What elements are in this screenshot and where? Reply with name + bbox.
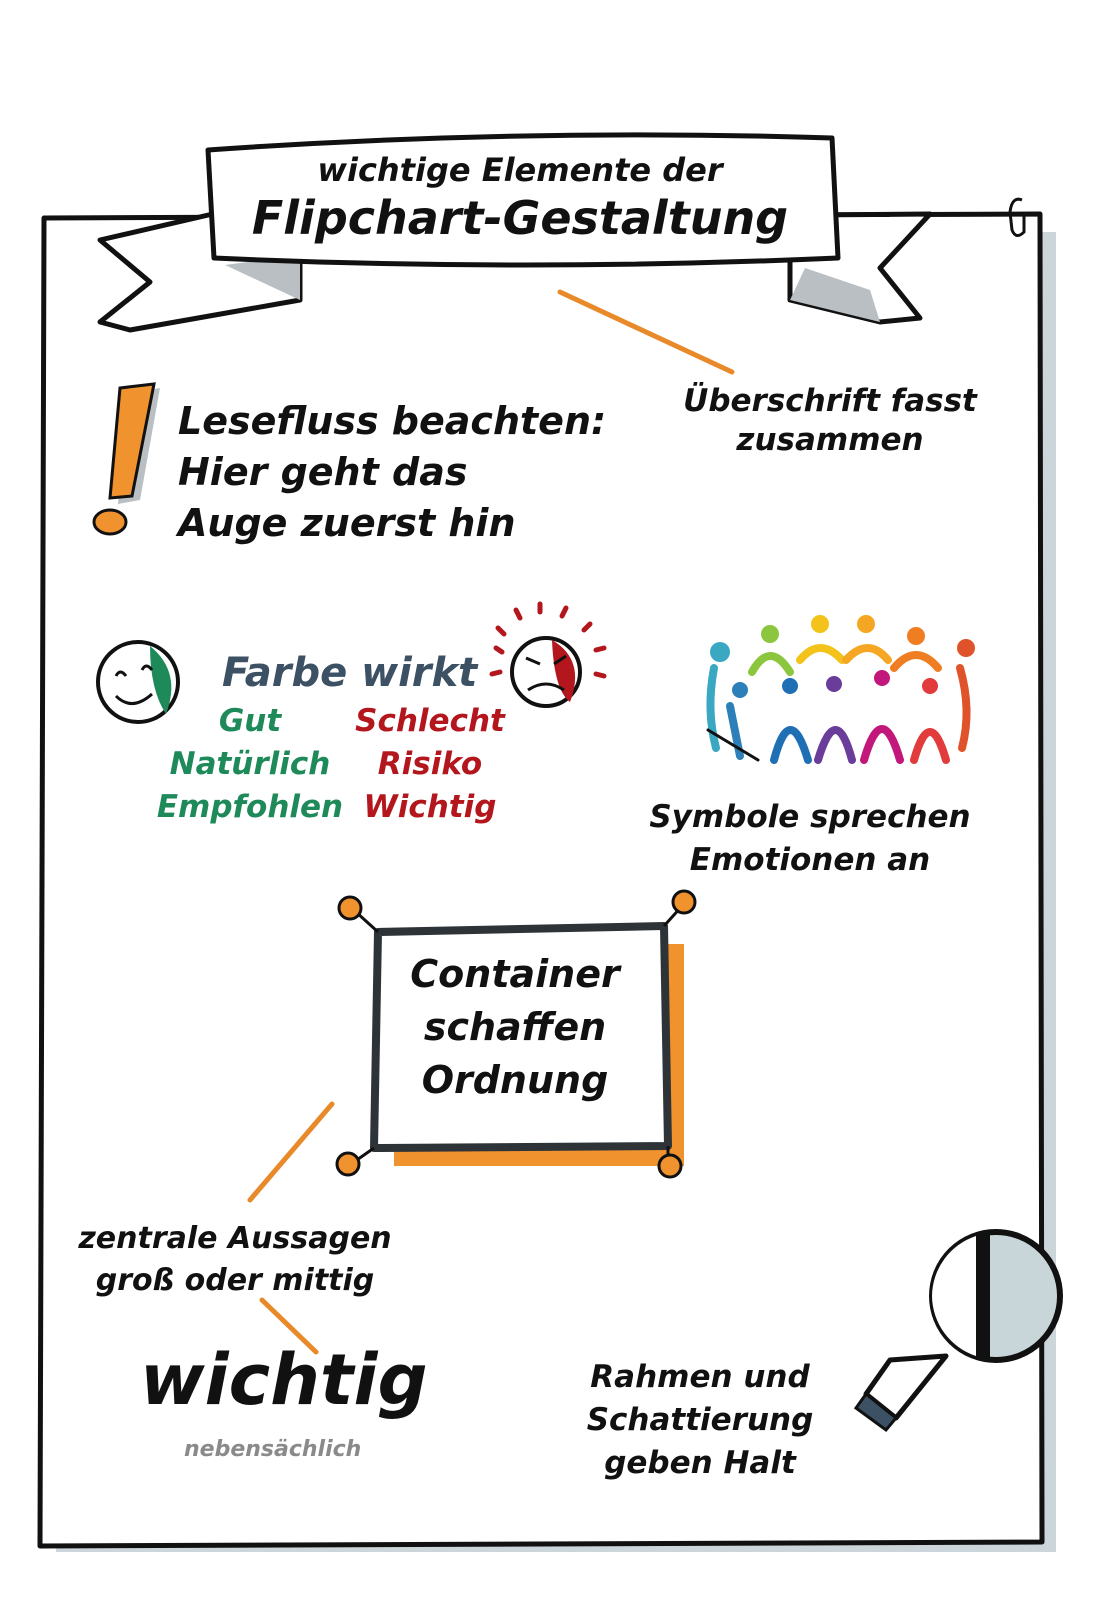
bad-word: Risiko xyxy=(377,746,483,782)
frame-note: Rahmen und Schattierung geben Halt xyxy=(560,1356,840,1485)
people-group-icon xyxy=(706,615,975,764)
reading-flow-text: Lesefluss beachten: Hier geht das Auge z… xyxy=(178,396,606,549)
symbols-note-line2: Emotionen an xyxy=(689,842,931,878)
bad-words: Schlecht Risiko Wichtig xyxy=(345,700,515,829)
exclamation-icon xyxy=(92,382,160,536)
container-frame xyxy=(335,889,697,1179)
container-line2: schaffen xyxy=(423,1005,607,1049)
banner-ribbon xyxy=(97,132,933,333)
banner-subtitle: wichtige Elemente der xyxy=(317,151,723,189)
container-line3: Ordnung xyxy=(421,1058,609,1102)
central-note: zentrale Aussagen groß oder mittig xyxy=(60,1218,410,1302)
headline-note-line1: Überschrift fasst xyxy=(683,383,977,419)
bad-word: Wichtig xyxy=(363,789,497,825)
happy-face-icon xyxy=(96,640,180,724)
central-note-line1: zentrale Aussagen xyxy=(78,1221,392,1256)
good-words: Gut Natürlich Empfohlen xyxy=(150,700,350,829)
container-line1: Container xyxy=(410,952,620,996)
container-connector xyxy=(247,1101,335,1203)
good-word: Gut xyxy=(218,703,282,739)
headline-note-line2: zusammen xyxy=(736,421,924,458)
frame-note-line1: Rahmen und xyxy=(590,1359,810,1395)
important-word: wichtig xyxy=(140,1339,428,1421)
magnifier-icon xyxy=(853,1229,1063,1433)
headline-note: Überschrift fasst zusammen xyxy=(680,382,980,460)
paperclip-icon xyxy=(1008,197,1026,237)
symbols-note-line1: Symbole sprechen xyxy=(649,799,971,835)
bad-word: Schlecht xyxy=(355,703,505,739)
banner-title: Flipchart-Gestaltung xyxy=(251,191,789,245)
good-word: Empfohlen xyxy=(156,789,344,825)
color-title: Farbe wirkt xyxy=(222,650,478,696)
headline-connector xyxy=(557,289,735,375)
minor-word: nebensächlich xyxy=(184,1437,362,1462)
central-connector xyxy=(259,1297,319,1355)
frame-note-line2: Schattierung xyxy=(586,1402,814,1438)
symbols-note: Symbole sprechen Emotionen an xyxy=(640,796,980,882)
good-word: Natürlich xyxy=(169,746,331,782)
reading-flow-line3: Auge zuerst hin xyxy=(178,501,516,545)
central-note-line2: groß oder mittig xyxy=(95,1263,375,1298)
angry-face-icon xyxy=(489,601,607,708)
reading-flow-line2: Hier geht das xyxy=(178,450,468,494)
container-text: Container schaffen Ordnung xyxy=(390,948,640,1107)
reading-flow-line1: Lesefluss beachten: xyxy=(178,399,607,443)
frame-note-line3: geben Halt xyxy=(604,1445,796,1481)
